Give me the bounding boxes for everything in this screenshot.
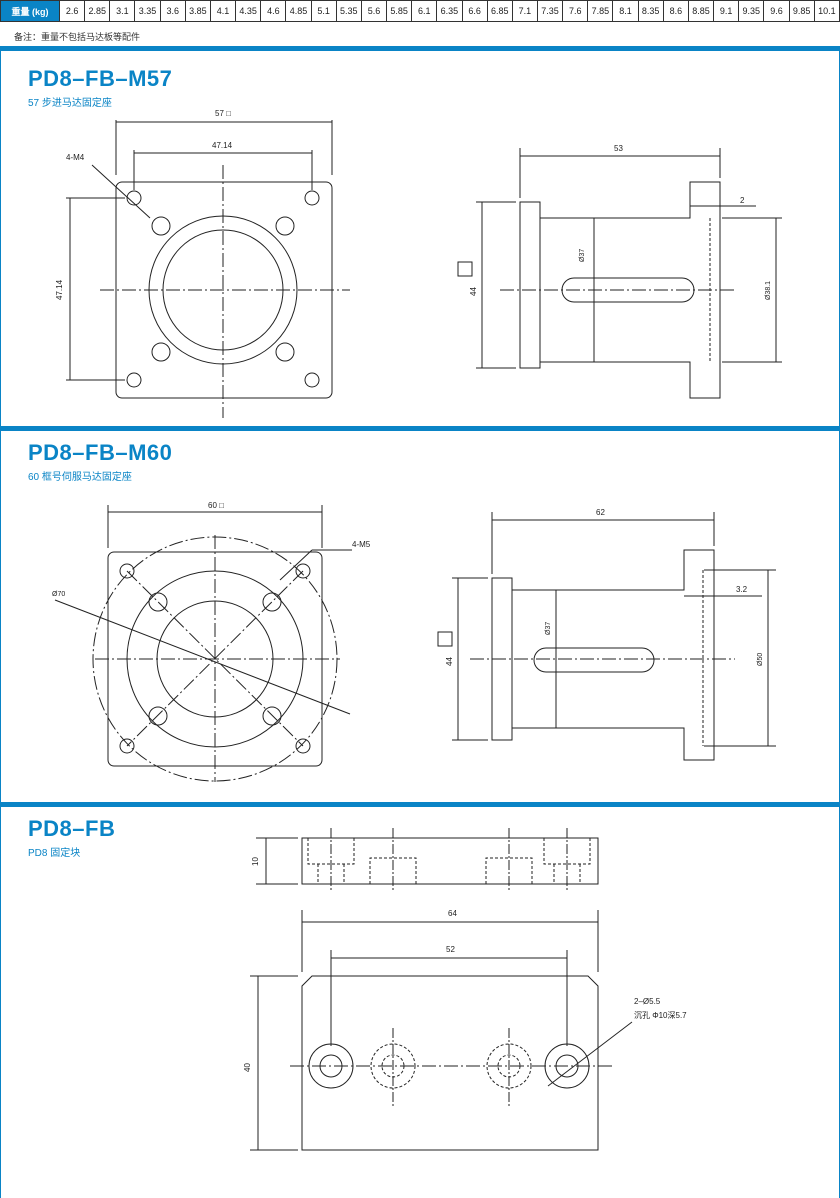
m57-dim-height: 44 bbox=[469, 287, 478, 296]
weight-cell: 10.1 bbox=[813, 0, 840, 22]
m60-dim-holes: 4-M5 bbox=[352, 540, 371, 549]
m57-front-view bbox=[66, 120, 350, 418]
weight-cell: 6.85 bbox=[486, 0, 513, 22]
m60-dim-circle: Ø70 bbox=[52, 591, 65, 598]
m57-dim-length: 53 bbox=[614, 144, 623, 153]
weight-cell: 3.85 bbox=[184, 0, 211, 22]
fb-dim-hole-spec: 2–Ø5.5 bbox=[634, 997, 661, 1006]
fb-dim-hole-span: 52 bbox=[446, 945, 455, 954]
fb-top-view bbox=[256, 828, 599, 892]
m57-dim-flange: 2 bbox=[740, 196, 745, 205]
section-subtitle-fb: PD8 固定块 bbox=[28, 848, 81, 859]
section-title-m57: PD8–FB–M57 bbox=[28, 66, 173, 91]
section-subtitle-m57: 57 步进马达固定座 bbox=[28, 98, 112, 109]
m57-dim-width: 57 □ bbox=[215, 109, 231, 118]
m60-dim-flange: 3.2 bbox=[736, 585, 748, 594]
m57-dim-outer-diam: Ø38.1 bbox=[765, 281, 772, 300]
weight-cell: 8.6 bbox=[662, 0, 689, 22]
weight-cell: 5.85 bbox=[386, 0, 413, 22]
m57-square-symbol bbox=[457, 261, 473, 277]
weight-note: 备注：重量不包括马达板等配件 bbox=[14, 32, 141, 42]
drawing-fb: 10 64 52 40 2–Ø5.5 沉孔 Φ10深5.7 bbox=[243, 828, 687, 1151]
weight-cell: 8.35 bbox=[637, 0, 664, 22]
drawing-m60: 60 □ 4-M5 Ø70 62 3.2 44 Ø37 Ø50 bbox=[52, 501, 776, 782]
m60-dim-width: 60 □ bbox=[208, 501, 224, 510]
weight-cell: 8.1 bbox=[612, 0, 639, 22]
m57-dim-hole-span-h: 47.14 bbox=[212, 141, 233, 150]
weight-cell: 3.1 bbox=[109, 0, 136, 22]
m60-front-view bbox=[54, 505, 352, 782]
fb-dim-counterbore: 沉孔 Φ10深5.7 bbox=[634, 1011, 687, 1020]
m57-dim-inner-diam: Ø37 bbox=[579, 249, 586, 262]
fb-dim-thickness: 10 bbox=[251, 857, 260, 866]
m57-dim-holes: 4-M4 bbox=[66, 153, 85, 162]
weight-header: 重量 (kg) bbox=[0, 0, 60, 22]
m60-dim-inner-diam: Ø37 bbox=[545, 622, 552, 635]
m57-dim-hole-span-v: 47.14 bbox=[55, 279, 64, 300]
section-divider-fb bbox=[0, 802, 840, 807]
m60-side-view bbox=[452, 512, 776, 761]
section-title-fb: PD8–FB bbox=[28, 816, 116, 841]
m60-dim-height: 44 bbox=[445, 657, 454, 666]
section-divider-m60 bbox=[0, 426, 840, 431]
m57-side-view bbox=[476, 148, 782, 399]
fb-dim-width: 64 bbox=[448, 909, 457, 918]
fb-dim-height: 40 bbox=[243, 1063, 252, 1072]
fb-front-view bbox=[250, 910, 633, 1151]
drawing-m57: 57 □ 47.14 47.14 4-M4 53 2 44 Ø37 Ø38.1 bbox=[55, 109, 782, 418]
m60-square-symbol bbox=[437, 631, 453, 647]
weight-cell: 6.6 bbox=[461, 0, 488, 22]
m60-dim-length: 62 bbox=[596, 508, 605, 517]
section-divider-m57 bbox=[0, 46, 840, 51]
section-subtitle-m60: 60 框号伺服马达固定座 bbox=[28, 472, 132, 483]
section-title-m60: PD8–FB–M60 bbox=[28, 440, 173, 465]
m60-dim-outer-diam: Ø50 bbox=[757, 653, 764, 666]
